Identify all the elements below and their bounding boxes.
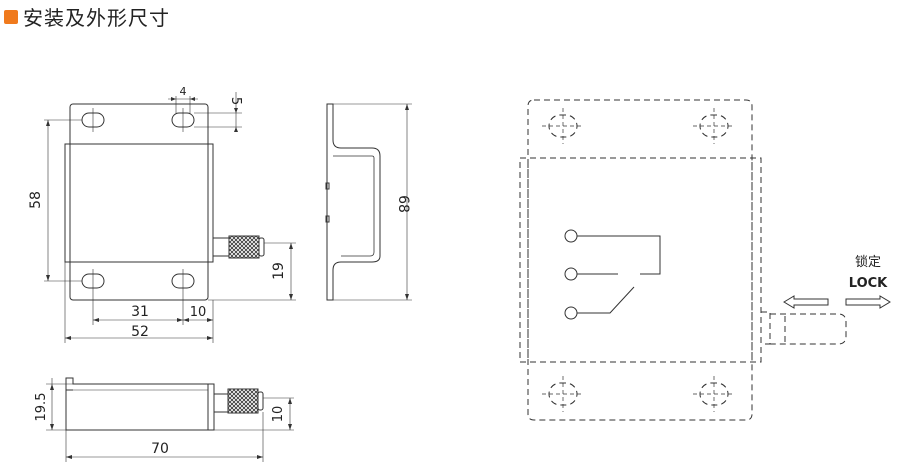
arrow-right-icon — [845, 295, 891, 309]
front-plunger-shaft — [212, 237, 230, 257]
dim-thickness: 19.5 — [34, 393, 49, 422]
dim-hole-spacing: 31 — [131, 304, 149, 320]
schematic-plunger — [770, 313, 847, 345]
schematic-view — [519, 99, 847, 421]
lock-arrows — [783, 295, 891, 309]
dim-plunger-height: 19 — [271, 262, 287, 280]
front-plunger-knurl — [228, 235, 260, 259]
arrow-left-icon — [783, 295, 829, 309]
lock-label-cn: 锁定 — [855, 254, 881, 270]
orange-square-icon — [4, 9, 18, 24]
front-body — [64, 143, 214, 263]
side-bracket-outline — [326, 103, 381, 301]
bottom-plunger-shaft — [213, 393, 229, 413]
section-title-text: 安装及外形尺寸 — [23, 6, 170, 30]
contact-nc — [564, 267, 578, 281]
dim-length: 70 — [151, 441, 169, 457]
dim-height: 58 — [28, 191, 44, 209]
contact-common — [564, 229, 578, 243]
side-view — [325, 103, 412, 301]
dim-width: 52 — [131, 324, 149, 340]
section-title: 安装及外形尺寸 — [4, 2, 170, 31]
contact-no — [564, 306, 578, 320]
dim-hole-edge: 10 — [190, 305, 207, 320]
bottom-view — [46, 377, 294, 462]
schematic-plate — [527, 99, 753, 421]
dim-top-offset: 5 — [228, 97, 243, 105]
front-mounting-plate — [69, 103, 209, 301]
dim-total-height: 68 — [395, 195, 411, 213]
bottom-plunger-knurl — [227, 388, 259, 414]
bottom-body-outline — [65, 377, 209, 431]
dim-slot-width: 4 — [180, 85, 187, 98]
front-view — [44, 92, 296, 343]
lock-label-en: LOCK — [849, 276, 888, 291]
dim-plunger: 10 — [271, 406, 286, 423]
schematic-body — [519, 157, 762, 363]
